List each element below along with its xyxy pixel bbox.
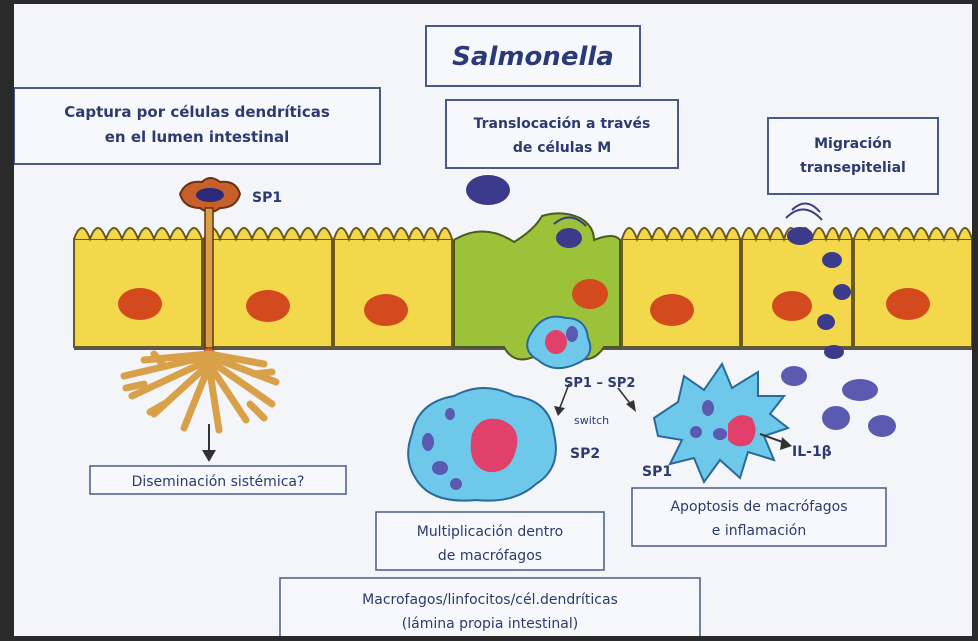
title-box: Salmonella [426,26,640,86]
nucleus [118,288,162,320]
dendritic-capture-box: Captura por células dendríticas en el lu… [14,88,380,164]
bacterium-free [466,175,510,205]
systemic-dissemination-box: Diseminación sistémica? [90,466,346,494]
lamina-propria-box: Macrofagos/linfocitos/cél.dendríticas (l… [280,578,700,636]
dendritic-capture-line2: en el lumen intestinal [105,128,289,146]
il1b-label: IL-1β [792,444,832,460]
dendritic-nucleus [196,188,224,202]
slide: Salmonella Captura por células dendrític… [14,4,972,636]
nucleus [650,294,694,326]
multiplication-line1: Multiplicación dentro [417,524,564,540]
dendrites [124,354,276,430]
m-cell-line1: Translocación a través [474,116,651,132]
nucleus [772,291,812,321]
bacterium-invading [556,228,582,248]
multiplication-box: Multiplicación dentro de macrófagos [376,512,604,570]
macrophage-large [408,388,556,501]
nucleus [246,290,290,322]
nucleus [364,294,408,326]
salmonella-diagram: Salmonella Captura por células dendrític… [14,4,972,636]
enterocyte-3 [334,228,452,347]
sp1-sp2-label: SP1 – SP2 [564,376,635,391]
sp1-bottom-label: SP1 [642,464,672,480]
multiplication-line2: de macrófagos [438,548,542,564]
transepithelial-migration-box: Migración transepitelial [768,118,938,194]
apoptosis-line1: Apoptosis de macrófagos [670,499,847,515]
sp2-label: SP2 [570,446,600,462]
enterocyte-6 [854,228,972,347]
systemic-dissemination-text: Diseminación sistémica? [132,474,305,490]
lamina-line2: (lámina propia intestinal) [402,616,578,632]
enterocyte-2 [204,228,332,347]
migration-line2: transepitelial [800,160,906,176]
enterocyte-4 [622,228,740,347]
sp1-top-label: SP1 [252,190,282,206]
apoptosis-line2: e inflamación [712,523,806,539]
lamina-line1: Macrofagos/linfocitos/cél.dendríticas [362,592,618,608]
apoptosis-box: Apoptosis de macrófagos e inflamación [632,488,886,546]
macrophage-small [527,317,590,369]
m-cell-line2: de células M [513,140,611,156]
macrophage-activated [654,364,792,482]
bacteria-lamina [781,366,896,437]
nucleus [572,279,608,309]
nucleus [886,288,930,320]
switch-label: switch [574,414,609,427]
m-cell-translocation-box: Translocación a través de células M [446,100,678,168]
title: Salmonella [452,42,614,72]
migration-line1: Migración [814,136,892,152]
enterocyte-1 [74,228,202,347]
dendritic-capture-line1: Captura por células dendríticas [64,103,330,121]
